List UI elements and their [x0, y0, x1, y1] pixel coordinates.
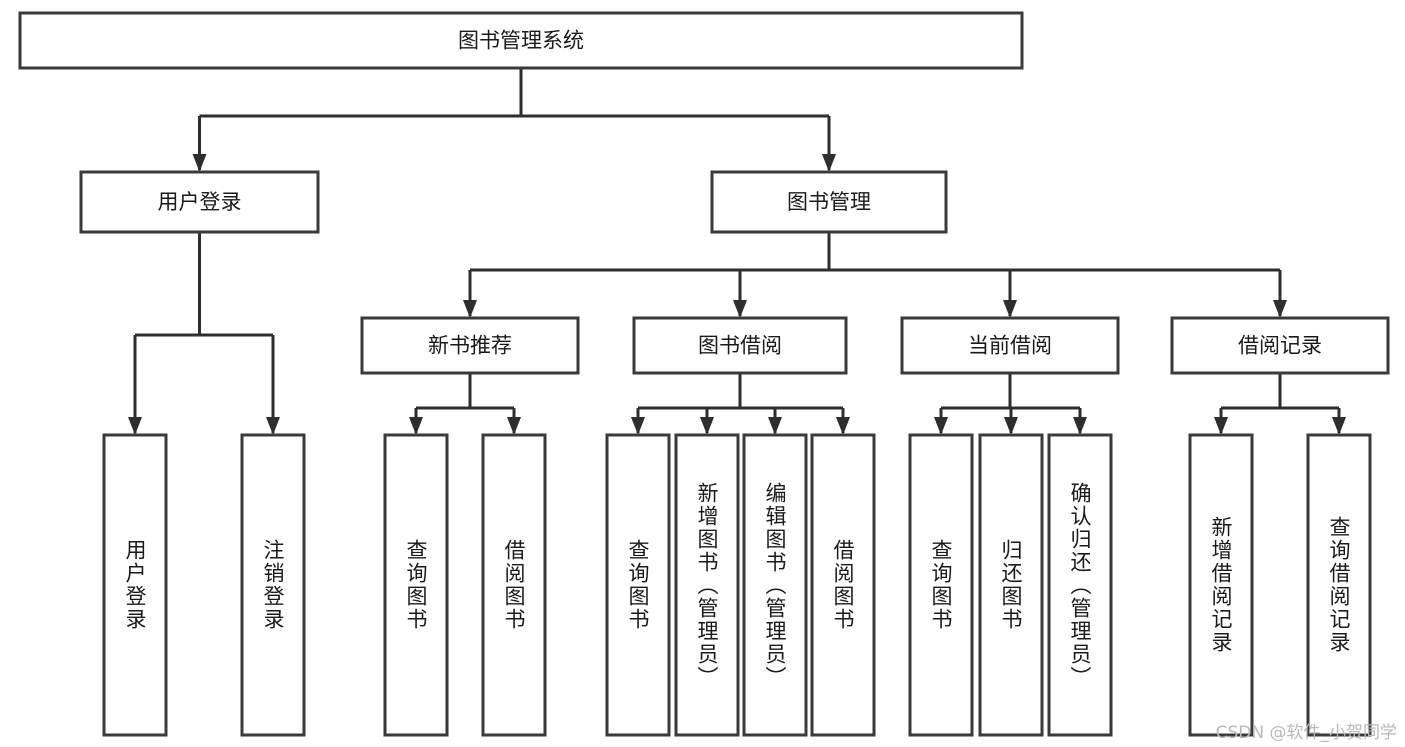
- arrow-head-icon: [266, 417, 280, 435]
- node-level1-1[interactable]: [710, 170, 948, 234]
- node-leaf-11[interactable]: [1188, 433, 1254, 737]
- arrow-head-icon: [836, 417, 850, 435]
- arrow-head-icon: [1332, 417, 1346, 435]
- arrow-head-icon: [822, 154, 836, 172]
- arrow-head-icon: [507, 417, 521, 435]
- node-leaf-7[interactable]: [810, 433, 876, 737]
- node-level2-label-1: 图书借阅: [698, 334, 782, 358]
- arrow-head-icon: [631, 417, 645, 435]
- arrow-head-icon: [463, 300, 477, 318]
- node-level2-label-2: 当前借阅: [968, 334, 1052, 358]
- node-level2-0[interactable]: [360, 316, 580, 375]
- node-leaf-2[interactable]: [383, 433, 449, 737]
- arrow-head-icon: [1073, 417, 1087, 435]
- node-leaf-4[interactable]: [605, 433, 671, 737]
- node-level2-label-3: 借阅记录: [1238, 334, 1322, 358]
- arrow-head-icon: [934, 417, 948, 435]
- node-level1-label-1: 图书管理: [787, 190, 871, 214]
- arrow-head-icon: [409, 417, 423, 435]
- node-leaf-6[interactable]: [742, 433, 808, 737]
- arrow-head-icon: [1003, 300, 1017, 318]
- arrow-head-icon: [128, 417, 142, 435]
- arrow-head-icon: [1273, 300, 1287, 318]
- node-leaf-12[interactable]: [1306, 433, 1372, 737]
- node-root[interactable]: [18, 11, 1024, 70]
- node-leaf-8[interactable]: [908, 433, 974, 737]
- node-box-layer: [18, 11, 1390, 737]
- arrow-head-icon: [1004, 417, 1018, 435]
- node-leaf-10[interactable]: [1047, 433, 1113, 737]
- node-leaf-1[interactable]: [240, 433, 306, 737]
- node-root-label: 图书管理系统: [458, 29, 584, 53]
- connector-layer: [128, 68, 1346, 435]
- node-level1-0[interactable]: [79, 170, 320, 234]
- arrow-head-icon: [768, 417, 782, 435]
- node-leaf-9[interactable]: [978, 433, 1044, 737]
- node-level2-3[interactable]: [1170, 316, 1390, 375]
- arrow-head-icon: [733, 300, 747, 318]
- node-leaf-3[interactable]: [481, 433, 547, 737]
- node-leaf-5[interactable]: [674, 433, 740, 737]
- arrow-head-icon: [700, 417, 714, 435]
- arrow-head-icon: [192, 154, 207, 172]
- node-level2-2[interactable]: [900, 316, 1120, 375]
- watermark: CSDN @软件_小贺同学: [1215, 723, 1397, 743]
- node-leaf-0[interactable]: [102, 433, 168, 737]
- node-level1-label-0: 用户登录: [158, 190, 242, 214]
- arrow-head-icon: [1214, 417, 1228, 435]
- node-level2-1[interactable]: [632, 316, 848, 375]
- node-level2-label-0: 新书推荐: [428, 334, 512, 358]
